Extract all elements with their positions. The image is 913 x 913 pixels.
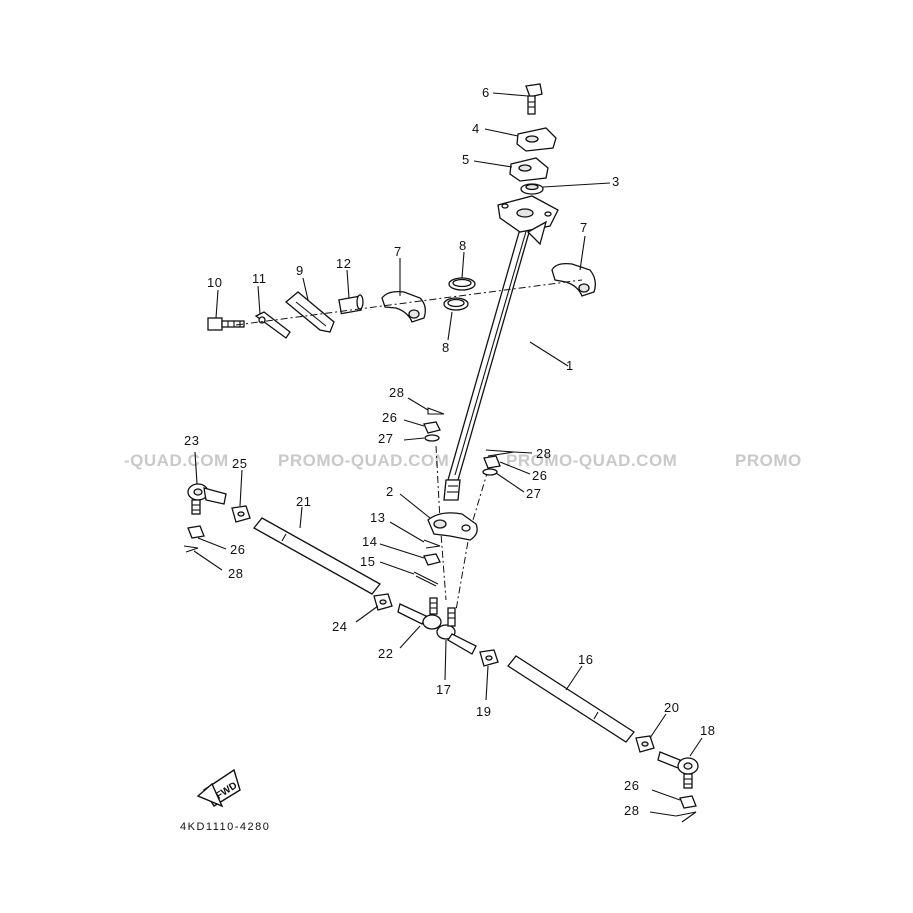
callout-1: 1 (566, 358, 574, 373)
callout-8: 8 (459, 238, 467, 253)
callout-18: 18 (700, 723, 715, 738)
callout-5: 5 (462, 152, 470, 167)
callout-6: 6 (482, 85, 490, 100)
part-cotter-pin-28-left (183, 545, 199, 553)
callout-15: 15 (360, 554, 375, 569)
part-nut-26-lower-right (679, 795, 697, 809)
callout-9: 9 (296, 263, 304, 278)
part-washer-27-right (482, 468, 498, 476)
part-cotter-pin-28-upper (427, 407, 445, 415)
leader-lines (193, 92, 703, 817)
part-nut-26-right (483, 455, 501, 469)
part-cotter-pin-28-lower-right (675, 811, 697, 823)
part-tie-rod-16 (507, 655, 635, 743)
part-nut-24 (373, 593, 393, 611)
part-rod-end-17 (436, 607, 477, 655)
watermark-text: PROMO-QUAD.COM (506, 451, 677, 470)
callout-26: 26 (624, 778, 639, 793)
callout-8: 8 (442, 340, 450, 355)
callout-28: 28 (536, 446, 551, 461)
callout-22: 22 (378, 646, 393, 661)
callout-2: 2 (386, 484, 394, 499)
part-lockplate-11 (254, 311, 291, 339)
callout-20: 20 (664, 700, 679, 715)
watermark-text: PROMO (735, 451, 802, 470)
part-holder-5 (509, 157, 549, 182)
callout-24: 24 (332, 619, 347, 634)
callout-3: 3 (612, 174, 620, 189)
diagram-code: 4KD1110-4280 (180, 821, 270, 833)
callout-25: 25 (232, 456, 247, 471)
callout-17: 17 (436, 682, 451, 697)
callout-labels: 6 4 5 3 7 7 8 8 9 12 11 10 1 28 26 27 28… (184, 85, 715, 818)
callout-27: 27 (378, 431, 393, 446)
callout-7: 7 (580, 220, 588, 235)
part-nut-20 (635, 735, 655, 753)
part-steering-column (443, 195, 559, 501)
callout-14: 14 (362, 534, 377, 549)
part-cotter-pin-15 (413, 571, 439, 587)
part-washer-27-upper (424, 434, 440, 442)
part-tie-rod-21 (253, 517, 381, 595)
part-ring-8-upper (448, 277, 476, 291)
part-nut-25 (231, 505, 251, 523)
callout-28: 28 (624, 803, 639, 818)
callout-12: 12 (336, 256, 351, 271)
callout-21: 21 (296, 494, 311, 509)
part-plate-9 (284, 291, 335, 333)
watermark-text: -QUAD.COM (124, 451, 229, 470)
part-pitman-arm-2 (427, 512, 478, 541)
callout-27: 27 (526, 486, 541, 501)
part-nut-26-left (187, 525, 205, 539)
assembly-axis-line (455, 469, 489, 611)
callout-19: 19 (476, 704, 491, 719)
part-collar-7-right (551, 262, 596, 297)
part-holder-4 (516, 127, 557, 152)
callout-26: 26 (382, 410, 397, 425)
part-rod-end-23 (187, 483, 227, 515)
part-collar-7-left (381, 290, 426, 323)
part-bolt-10 (207, 317, 245, 331)
callout-11: 11 (252, 271, 267, 286)
callout-4: 4 (472, 121, 480, 136)
callout-26: 26 (532, 468, 547, 483)
part-nut-14 (423, 553, 441, 566)
callout-16: 16 (578, 652, 593, 667)
callout-28: 28 (389, 385, 404, 400)
part-ring-8-lower (443, 297, 469, 311)
watermark-band: -QUAD.COM PROMO-QUAD.COM PROMO-QUAD.COM … (124, 451, 802, 470)
part-rod-end-18 (657, 751, 699, 789)
part-bushing-3 (520, 183, 544, 195)
callout-23: 23 (184, 433, 199, 448)
part-nut-19 (479, 649, 499, 667)
callout-26: 26 (230, 542, 245, 557)
assembly-axis-line (235, 279, 583, 326)
part-nut-26-upper (423, 421, 441, 434)
fwd-arrow-icon: FWD (196, 768, 241, 808)
part-bolt-6 (525, 83, 543, 115)
callout-13: 13 (370, 510, 385, 525)
part-rod-end-22 (397, 597, 442, 630)
callout-28: 28 (228, 566, 243, 581)
callout-10: 10 (207, 275, 222, 290)
callout-7: 7 (394, 244, 402, 259)
watermark-text: PROMO-QUAD.COM (278, 451, 449, 470)
part-cotter-pin-13 (423, 539, 441, 549)
